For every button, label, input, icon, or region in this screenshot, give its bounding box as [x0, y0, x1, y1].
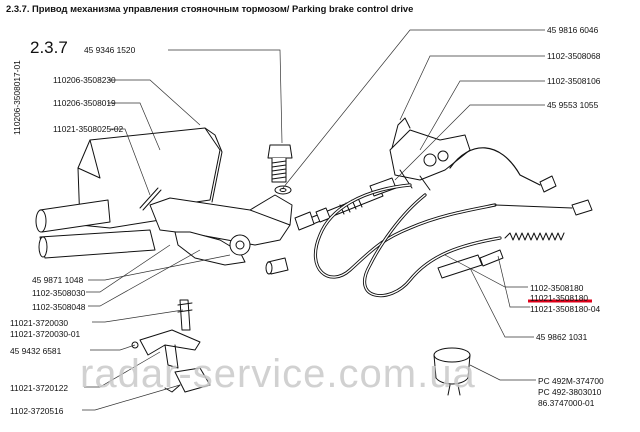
bolt-part — [267, 144, 293, 183]
bracket — [131, 299, 201, 369]
ratchet-sector — [174, 231, 246, 266]
spring — [504, 232, 565, 241]
part-label: 11021-3508180-04 — [530, 304, 601, 314]
part-label: 1102-3720516 — [10, 406, 64, 416]
part-label: 1102-3508030 — [32, 288, 86, 298]
part-label: PC 492-3803010 — [538, 387, 602, 397]
part-label: 11021-3720030 — [10, 318, 69, 328]
section-number: 2.3.7 — [30, 38, 68, 57]
part-label: 11021-3720030-01 — [10, 329, 81, 339]
part-label: PC 492M-374700 — [538, 376, 604, 386]
washer-part — [274, 185, 292, 195]
part-label: 45 9862 1031 — [536, 332, 588, 342]
vertical-part-number: 110206-3508017-01 — [12, 60, 22, 135]
part-label: 45 9553 1055 — [547, 100, 599, 110]
part-label: 1102-3508106 — [547, 76, 601, 86]
part-label: 45 9346 1520 — [84, 45, 136, 55]
switch-part — [174, 367, 211, 393]
part-label: 1102-3508068 — [547, 51, 601, 61]
leader-lines — [82, 29, 545, 411]
part-label: 1102-3508180 — [530, 283, 584, 293]
part-label: 86.3747000-01 — [538, 398, 595, 408]
part-label: 11021-3720122 — [10, 383, 69, 393]
part-label: 1102-3508048 — [32, 302, 86, 312]
diagram-title: 2.3.7. Привод механизма управления стоян… — [6, 3, 414, 14]
part-label: 45 9432 6581 — [10, 346, 62, 356]
part-label: 110206-3508230 — [53, 75, 116, 85]
part-label: 11021-3508025-02 — [53, 124, 124, 134]
equalizer — [389, 117, 471, 191]
part-label: 45 9816 6046 — [547, 25, 599, 35]
part-label: 110206-3508019 — [53, 98, 116, 108]
watermark: radar-service.com.ua — [80, 352, 476, 396]
lever-arm — [149, 197, 291, 246]
part-label: 45 9871 1048 — [32, 275, 84, 285]
indicator-lamp — [433, 347, 471, 396]
part-label-highlighted: 11021-3508180 — [530, 293, 589, 303]
rear-cable-right — [449, 147, 541, 186]
